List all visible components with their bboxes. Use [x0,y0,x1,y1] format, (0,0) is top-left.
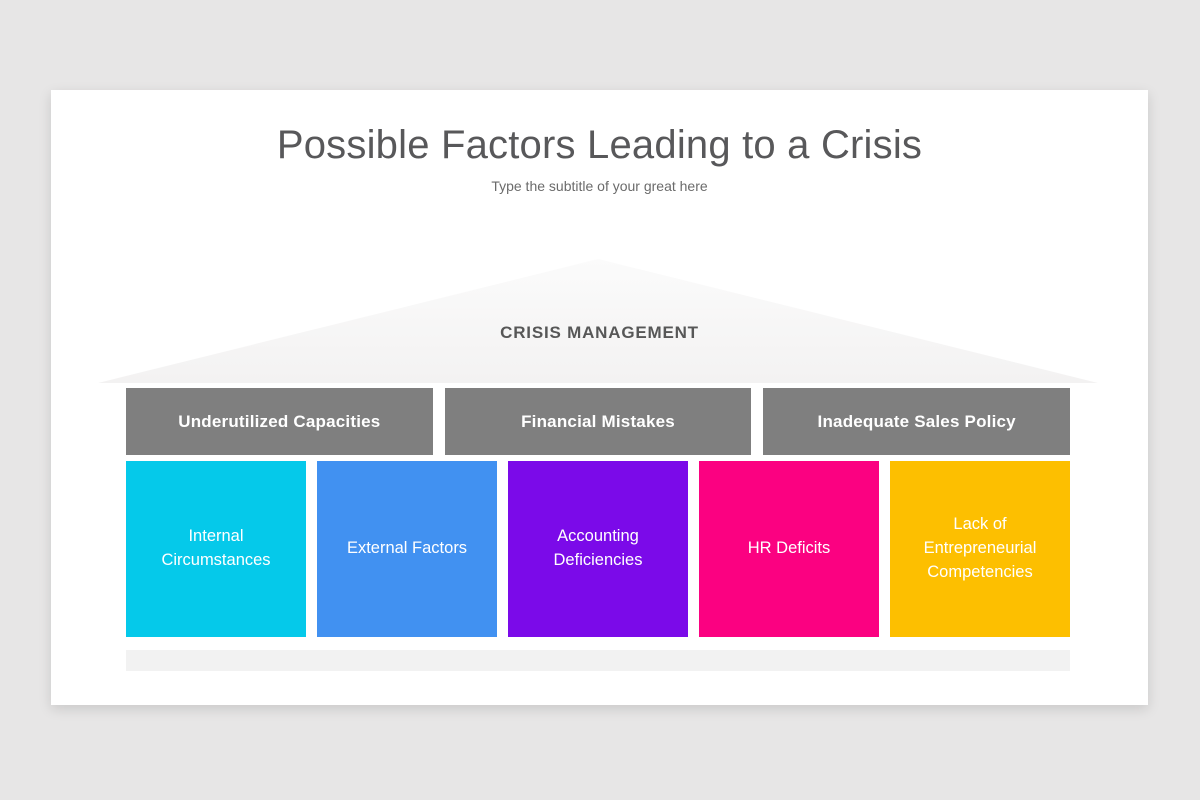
bottom-bar [126,650,1070,671]
categories-row: Underutilized Capacities Financial Mista… [126,388,1071,455]
factor-box-hr-deficits: HR Deficits [699,461,879,637]
category-bar-financial-mistakes: Financial Mistakes [444,388,752,455]
slide-card: Possible Factors Leading to a Crisis Typ… [51,90,1148,705]
category-bar-inadequate-sales-policy: Inadequate Sales Policy [763,388,1071,455]
factor-box-accounting-deficiencies: Accounting Deficiencies [508,461,688,637]
category-bar-underutilized-capacities: Underutilized Capacities [126,388,433,455]
factor-box-internal-circumstances: Internal Circumstances [126,461,306,637]
factor-box-external-factors: External Factors [317,461,497,637]
slide-title: Possible Factors Leading to a Crisis [276,123,923,167]
factors-row: Internal Circumstances External Factors … [126,461,1070,637]
roof-label: CRISIS MANAGEMENT [500,323,699,342]
slide-subtitle: Type the subtitle of your great here [491,178,708,194]
factor-box-lack-of-entrepreneurial-competencies: Lack of Entrepreneurial Competencies [890,461,1070,637]
roof-triangle-shape [98,259,1098,383]
